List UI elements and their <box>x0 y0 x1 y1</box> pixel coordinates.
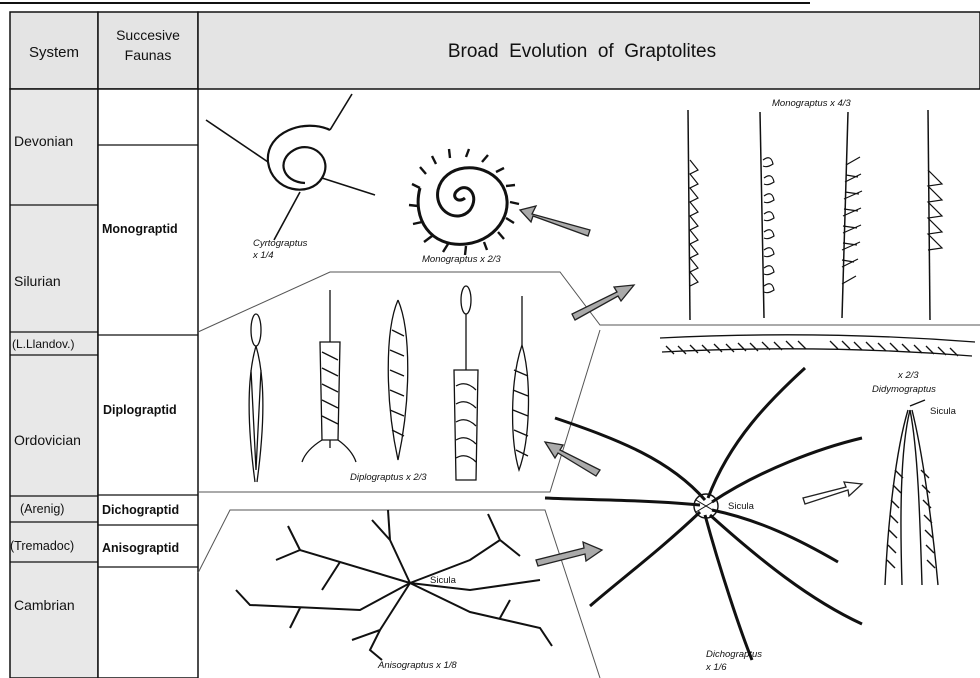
header-system-label: System <box>29 44 79 61</box>
panel-outlines <box>198 272 980 678</box>
sicula-enlarged-drawing <box>885 400 938 585</box>
arrow-aniso-to-dicho <box>536 542 602 566</box>
caption-dichograptus-line1: Dichograptus <box>706 649 762 660</box>
caption-dichograptus-line2: x 1/6 <box>705 662 727 673</box>
diagram-title: Broad Evolution of Graptolites <box>448 41 716 62</box>
system-column <box>10 89 98 678</box>
arrow-dicho-to-diplo <box>545 442 600 476</box>
caption-sicula-anisograptus: Sicula <box>430 575 457 586</box>
caption-sicula-right: Sicula <box>930 406 957 417</box>
anisograptus-drawing <box>236 510 552 660</box>
fauna-monograptid: Monograptid <box>102 222 178 236</box>
caption-didymograptus-line1: x 2/3 <box>897 370 919 381</box>
header-faunas-label-line2: Faunas <box>125 47 172 63</box>
dichograptus-drawing <box>545 368 862 660</box>
caption-anisograptus: Anisograptus x 1/8 <box>377 660 457 671</box>
system-arenig: (Arenig) <box>20 502 64 516</box>
caption-monograptus-top: Monograptus x 4/3 <box>772 98 851 109</box>
fauna-dichograptid: Dichograptid <box>102 503 179 517</box>
fauna-diplograptid: Diplograptid <box>103 403 177 417</box>
diplograptus-drawing <box>249 286 528 482</box>
caption-cyrtograptus-line1: Cyrtograptus <box>253 238 308 249</box>
system-silurian: Silurian <box>14 273 61 289</box>
caption-sicula-dichograptus: Sicula <box>728 501 755 512</box>
fauna-anisograptid: Anisograptid <box>102 541 179 555</box>
monograptus-rhabdosomes <box>688 110 942 320</box>
arrow-to-monograptus-spiral <box>520 206 590 236</box>
cyrtograptus-drawing <box>206 94 375 240</box>
monograptus-spiral-drawing <box>409 149 519 255</box>
didymograptus-drawing <box>660 335 975 356</box>
system-ordovician: Ordovician <box>14 432 81 448</box>
arrow-diplo-to-mono <box>572 285 634 320</box>
caption-didymograptus-line2: Didymograptus <box>872 384 936 395</box>
caption-diplograptus: Diplograptus x 2/3 <box>350 472 427 483</box>
caption-monograptus-spiral: Monograptus x 2/3 <box>422 254 501 265</box>
system-devonian: Devonian <box>14 133 73 149</box>
system-l-llandov: (L.Llandov.) <box>12 337 74 351</box>
arrow-to-sicula <box>803 482 862 504</box>
faunas-column <box>98 89 198 678</box>
caption-cyrtograptus-line2: x 1/4 <box>252 250 274 261</box>
system-cambrian: Cambrian <box>14 597 75 613</box>
system-tremadoc: (Tremadoc) <box>10 539 74 553</box>
header-faunas-label-line1: Succesive <box>116 27 180 43</box>
